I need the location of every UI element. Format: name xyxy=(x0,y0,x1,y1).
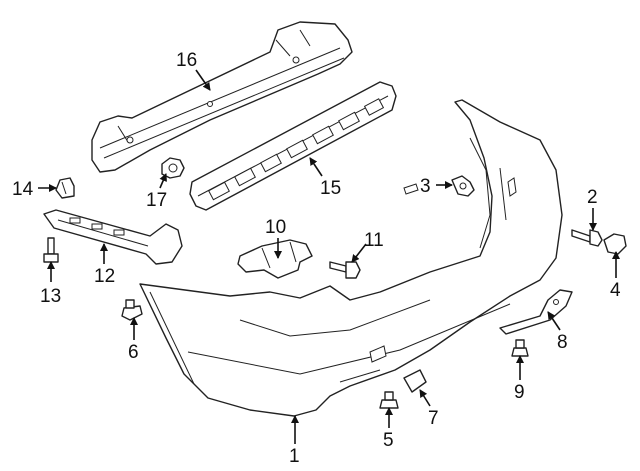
callout-3: 3 xyxy=(420,176,431,197)
callout-6: 6 xyxy=(128,342,139,363)
side-bracket xyxy=(499,289,573,335)
center-bracket xyxy=(237,239,313,279)
callout-11: 11 xyxy=(364,230,384,251)
callout-labels: 1 2 3 4 5 6 7 8 9 10 11 12 13 14 15 16 1… xyxy=(12,50,621,467)
energy-absorber xyxy=(189,81,397,211)
callout-16: 16 xyxy=(176,50,197,71)
tow-hook-cover xyxy=(403,369,427,393)
callout-7: 7 xyxy=(428,408,439,429)
callout-2: 2 xyxy=(587,187,598,208)
reinforcement-bar xyxy=(91,21,353,173)
push-clip-center xyxy=(379,391,399,409)
callout-10: 10 xyxy=(265,217,286,238)
clip xyxy=(55,177,75,199)
callout-5: 5 xyxy=(383,430,394,451)
bumper-cover xyxy=(139,99,563,417)
callout-15: 15 xyxy=(320,178,341,199)
callout-1: 1 xyxy=(289,446,300,467)
callout-8: 8 xyxy=(557,332,568,353)
callout-9: 9 xyxy=(514,382,525,403)
callout-12: 12 xyxy=(94,266,115,287)
callout-14: 14 xyxy=(12,179,34,200)
bolt xyxy=(329,261,361,279)
lower-guide xyxy=(43,209,183,265)
callout-4: 4 xyxy=(610,280,621,301)
push-clip xyxy=(43,237,59,263)
cap xyxy=(603,233,627,255)
push-clip-left xyxy=(121,299,143,321)
grommet xyxy=(451,175,475,197)
push-clip-right xyxy=(511,339,529,357)
callout-13: 13 xyxy=(40,286,61,307)
leader-lines xyxy=(38,69,620,444)
screw xyxy=(571,229,603,247)
callout-17: 17 xyxy=(146,190,167,211)
